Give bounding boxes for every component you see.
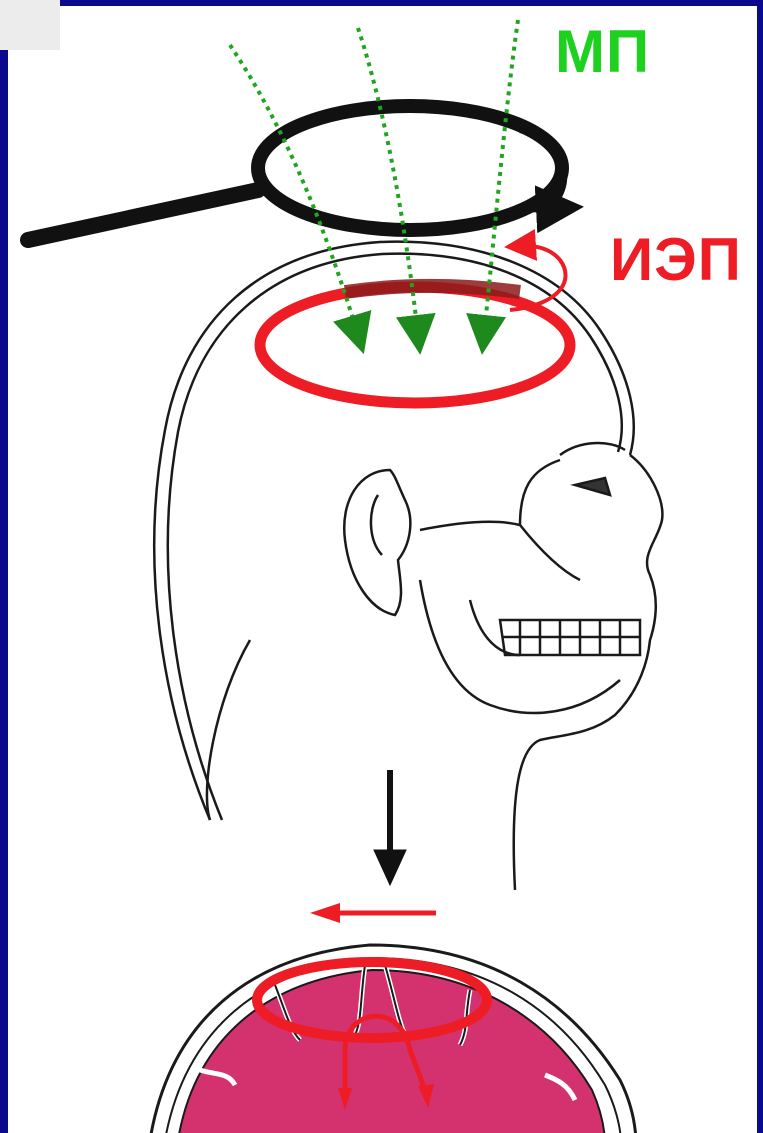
head-outline	[154, 242, 662, 890]
section-arrow	[374, 770, 406, 885]
surface-current-arrow	[310, 903, 436, 923]
induced-field-label: ИЭП	[610, 230, 742, 290]
magnetic-field-label: МП	[555, 22, 650, 82]
coil	[28, 106, 564, 240]
brain-section	[150, 945, 636, 1133]
